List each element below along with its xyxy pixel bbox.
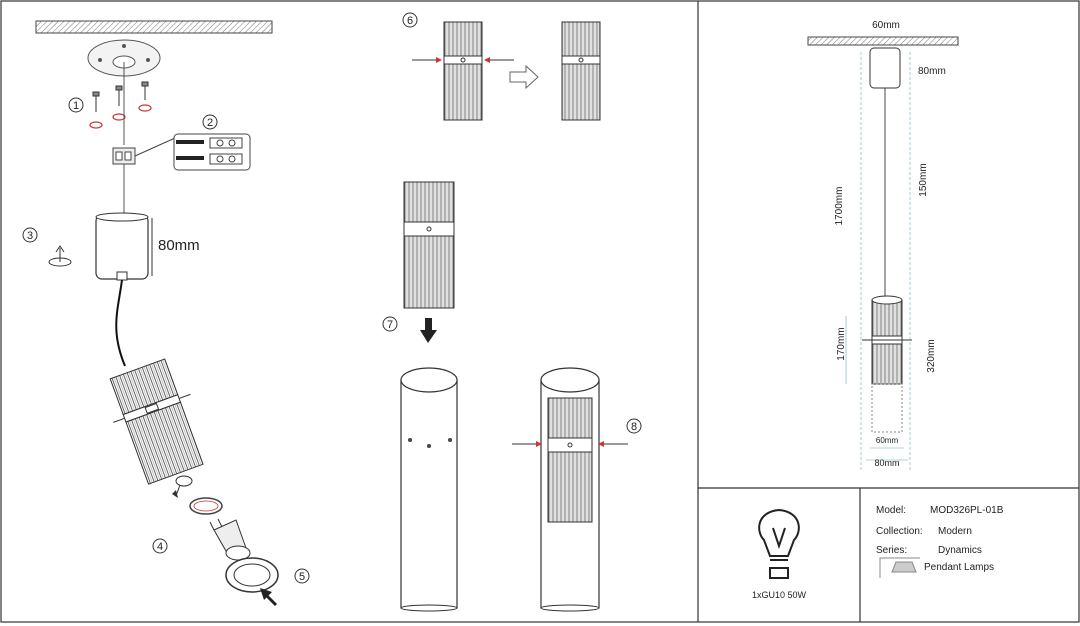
- shade-outer-width-label: 80mm: [874, 458, 899, 468]
- gu10-bulb: [209, 518, 251, 561]
- step-marker: [294, 568, 310, 584]
- arrow-right-icon: [509, 64, 539, 90]
- retaining-clip: [189, 497, 223, 515]
- arrow-up-icon: [260, 588, 278, 607]
- spotlight-head: [109, 358, 204, 485]
- step-marker: [68, 97, 84, 113]
- shade-inner-width-label: 60mm: [876, 436, 899, 445]
- step-number: 8: [631, 421, 637, 433]
- step-number: 2: [207, 117, 213, 129]
- socket-ring: [172, 475, 193, 498]
- shade-height-label: 320mm: [926, 339, 937, 372]
- step-number: 3: [27, 230, 33, 242]
- step-number: 7: [387, 319, 393, 331]
- step-marker: [152, 538, 168, 554]
- bulb-icon: [758, 508, 800, 579]
- dimension-drawing: [807, 36, 959, 470]
- pendant-type-icon: [879, 557, 920, 578]
- series-value: Dynamics: [938, 545, 982, 556]
- head-assembly-closed: [561, 21, 601, 121]
- total-height-label: 1700mm: [834, 187, 845, 226]
- wall-plugs-icon: [89, 104, 152, 129]
- shade-outline: [871, 383, 903, 433]
- terminal-block-icon: [112, 62, 176, 165]
- canopy-width-label: 60mm: [872, 20, 900, 31]
- head-lower: [871, 343, 903, 385]
- step-marker: [22, 227, 38, 243]
- bulb-info: 1xGU10 50W: [752, 508, 807, 600]
- rotate-icon: [48, 245, 72, 267]
- type-value: Pendant Lamps: [924, 562, 994, 573]
- ceiling: [35, 20, 273, 34]
- head-height-label: 170mm: [836, 327, 847, 360]
- canopy-height-dim: 80mm: [918, 66, 946, 77]
- canopy-height-label: 80mm: [158, 237, 200, 254]
- shade-assembled: [512, 367, 628, 612]
- installation-left: [35, 20, 279, 607]
- cable-length-label: 150mm: [918, 163, 929, 196]
- canopy: [95, 212, 153, 281]
- step-marker: [382, 316, 398, 332]
- head-assembly-insert: [403, 181, 455, 309]
- step-number: 4: [157, 541, 163, 553]
- ceiling: [807, 36, 959, 46]
- collection-value: Modern: [938, 526, 972, 537]
- step-markers-left: 1 2 3 4 5: [22, 97, 310, 584]
- bulb-spec: 1xGU10 50W: [752, 590, 807, 600]
- model-value: MOD326PL-01B: [930, 505, 1004, 516]
- collection-label: Collection:: [876, 526, 923, 537]
- wiring-callout: [173, 133, 251, 171]
- step-number: 6: [407, 15, 413, 27]
- step-marker: [402, 12, 418, 28]
- arrow-down-icon: [420, 318, 437, 343]
- product-info: Model: MOD326PL-01B Collection: Modern S…: [876, 505, 1004, 578]
- step-marker: [626, 418, 642, 434]
- head-upper: [871, 299, 903, 341]
- canopy: [869, 47, 901, 89]
- shade-empty: [400, 367, 458, 612]
- lens-ring: [225, 557, 279, 593]
- head-assembly-open: [412, 21, 514, 121]
- screws-icon: [92, 81, 149, 112]
- step-marker: [202, 114, 218, 130]
- model-label: Model:: [876, 505, 906, 516]
- step-number: 1: [73, 100, 79, 112]
- series-label: Series:: [876, 545, 907, 556]
- step-number: 5: [299, 571, 305, 583]
- installation-middle: [400, 21, 628, 612]
